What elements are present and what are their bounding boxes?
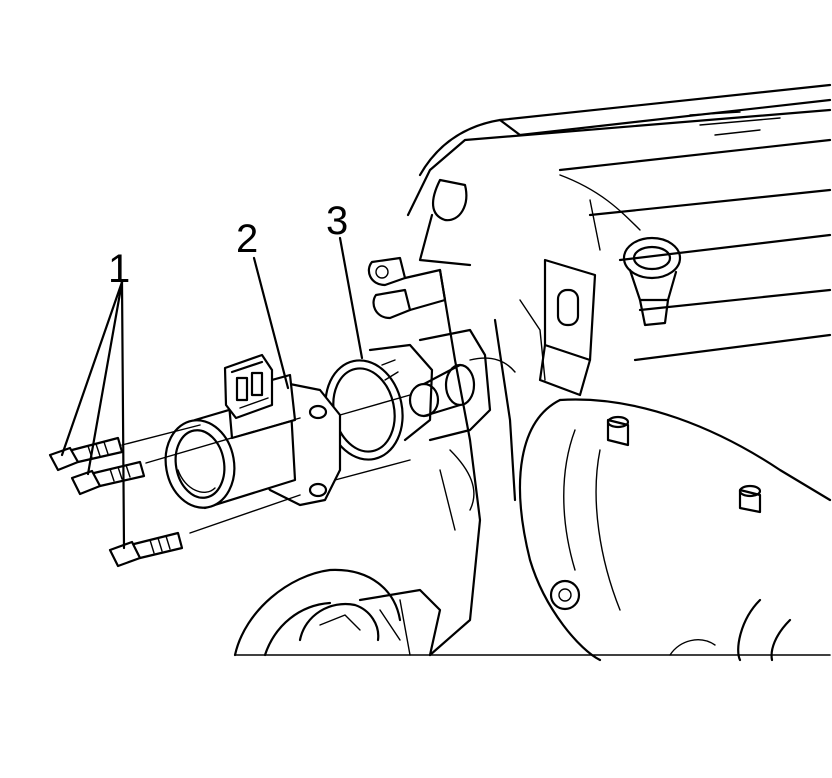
- throttle-body: [164, 353, 342, 510]
- callout-3: 3: [326, 199, 348, 243]
- callout-2: 2: [236, 217, 258, 261]
- throttle-body-gasket: [324, 343, 434, 461]
- callout-1: 1: [108, 247, 130, 291]
- bolt-middle: [70, 460, 146, 496]
- mounting-bolts: [48, 394, 411, 568]
- bolt-upper: [48, 436, 124, 472]
- bolt-lower: [108, 531, 184, 568]
- leader-lines: [60, 236, 364, 550]
- engine-assembly: [233, 83, 832, 662]
